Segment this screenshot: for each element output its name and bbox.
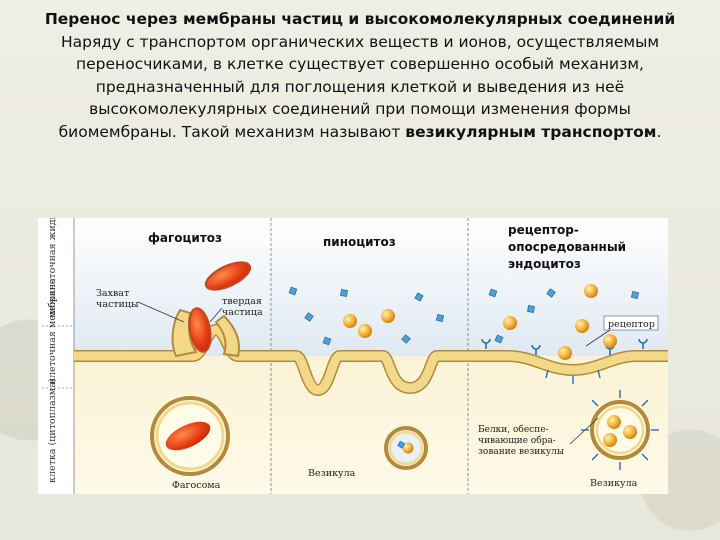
panel-title-phagocytosis: фагоцитоз: [148, 231, 222, 245]
paragraph-end: .: [656, 123, 661, 141]
label-phagosome: Фагосома: [172, 480, 221, 491]
label-receptor: рецептор: [608, 319, 655, 330]
paragraph-emphasis: везикулярным транспортом: [405, 123, 656, 141]
slide-title: Перенос через мембраны частиц и высокомо…: [34, 8, 686, 31]
slide-paragraph: Наряду с транспортом органических вещест…: [34, 31, 686, 144]
endocytosis-figure: межклеточная жидкость клеточная мембрана…: [38, 218, 668, 494]
panel-title-pinocytosis: пиноцитоз: [323, 235, 396, 249]
side-label-membrane: клеточная мембрана: [47, 278, 58, 384]
label-vesicle-rme: Везикула: [590, 478, 638, 489]
text-block: Перенос через мембраны частиц и высокомо…: [34, 8, 686, 143]
side-label-cytoplasm: клетка (цитоплазма): [47, 378, 58, 483]
label-vesicle-pino: Везикула: [308, 468, 356, 479]
figure-svg: межклеточная жидкость клеточная мембрана…: [38, 218, 668, 494]
